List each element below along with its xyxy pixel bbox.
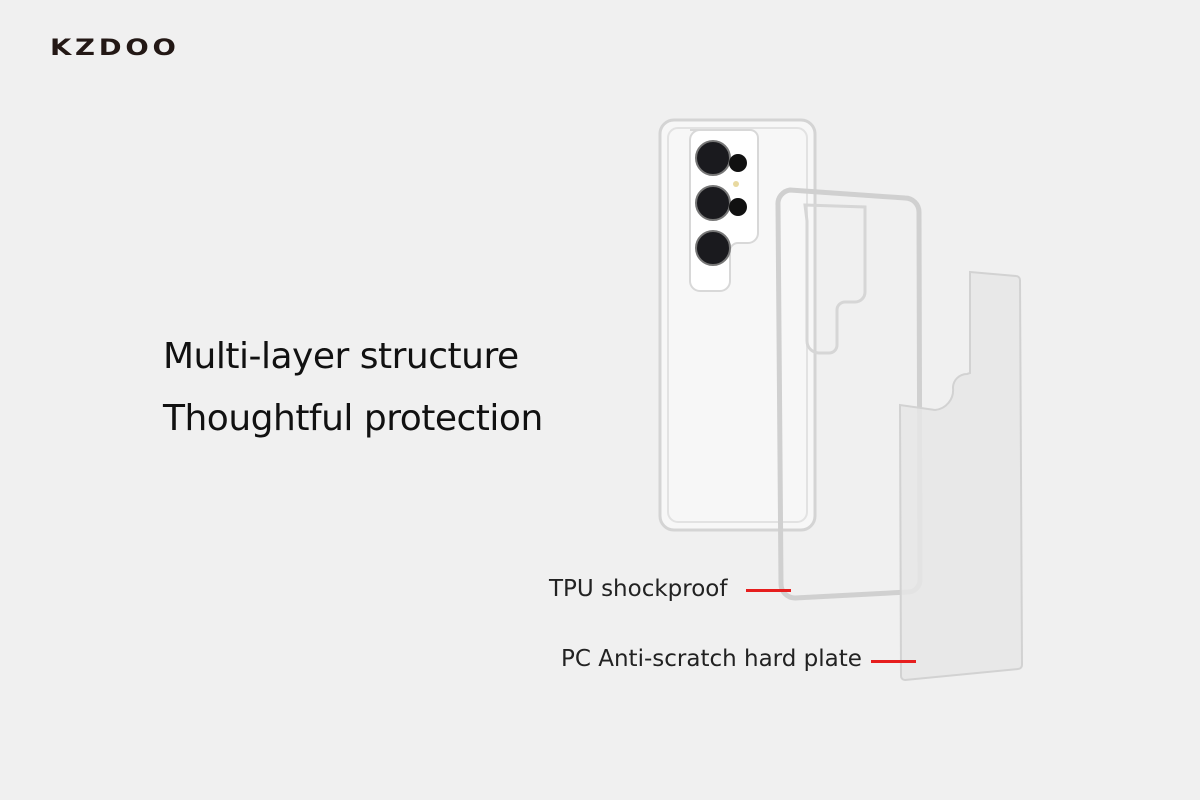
callout-label-pc: PC Anti-scratch hard plate — [561, 646, 862, 672]
pc-plate-image — [898, 270, 1024, 682]
brand-logo: KZDOO — [50, 36, 180, 61]
callout-line-tpu — [746, 589, 791, 592]
headline-line-2: Thoughtful protection — [163, 398, 543, 439]
headline-line-1: Multi-layer structure — [163, 336, 519, 377]
callout-line-pc — [871, 660, 916, 663]
assembled-case-image — [658, 118, 817, 532]
callout-label-tpu: TPU shockproof — [549, 576, 728, 602]
